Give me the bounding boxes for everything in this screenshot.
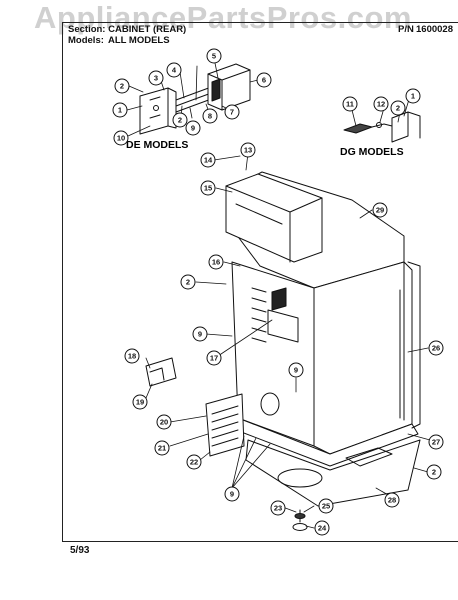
callout-number-23: 23: [274, 504, 282, 513]
callout-bubble-2: [390, 100, 406, 116]
callout-number-9: 9: [191, 124, 195, 133]
callout-number-25: 25: [322, 502, 330, 511]
callout-number-29: 29: [376, 206, 384, 215]
callout-bubble-9: [224, 486, 240, 502]
callout-bubble-27: [428, 434, 444, 450]
watermark: AppliancePartsPros.com: [34, 0, 412, 35]
page-date: 5/93: [70, 545, 90, 556]
callout-bubble-2: [114, 78, 130, 94]
callout-number-10: 10: [117, 134, 125, 143]
callout-number-7: 7: [230, 108, 234, 117]
dg-igniter-assembly: [343, 111, 421, 143]
de-bracket-assembly: [139, 63, 251, 135]
callout-number-19: 19: [136, 398, 144, 407]
callout-bubble-17: [206, 350, 222, 366]
callout-number-28: 28: [388, 496, 396, 505]
callout-number-9: 9: [294, 366, 298, 375]
dg-models-label: DG MODELS: [340, 146, 404, 158]
callout-bubble-9: [288, 362, 304, 378]
callout-bubble-6: [256, 72, 272, 88]
callout-number-9: 9: [198, 330, 202, 339]
callout-bubble-28: [384, 492, 400, 508]
callout-bubble-15: [200, 180, 216, 196]
callout-number-1: 1: [118, 106, 122, 115]
callout-number-2: 2: [186, 278, 190, 287]
callout-bubble-4: [166, 62, 182, 78]
callout-number-13: 13: [244, 146, 252, 155]
callout-number-21: 21: [158, 444, 166, 453]
callout-number-6: 6: [262, 76, 266, 85]
callout-number-15: 15: [204, 184, 212, 193]
callout-bubble-26: [428, 340, 444, 356]
callout-bubble-29: [372, 202, 388, 218]
callout-number-1: 1: [411, 92, 415, 101]
callout-bubble-12: [373, 96, 389, 112]
callout-bubble-10: [113, 130, 129, 146]
callout-number-12: 12: [377, 100, 385, 109]
callout-bubble-20: [156, 414, 172, 430]
section-title: Section: CABINET (REAR): [68, 24, 187, 35]
callout-number-5: 5: [212, 52, 216, 61]
access-panel: [205, 393, 245, 457]
callout-bubble-18: [124, 348, 140, 364]
callout-number-27: 27: [432, 438, 440, 447]
callout-bubble-1: [112, 102, 128, 118]
callout-bubble-2: [426, 464, 442, 480]
callout-number-8: 8: [208, 112, 212, 121]
callout-bubble-21: [154, 440, 170, 456]
de-models-label: DE MODELS: [126, 139, 188, 151]
callout-bubble-9: [185, 120, 201, 136]
mount-bracket: [145, 357, 177, 387]
callout-number-24: 24: [318, 524, 327, 533]
callout-number-9: 9: [230, 490, 234, 499]
callout-number-4: 4: [172, 66, 177, 75]
callout-bubble-23: [270, 500, 286, 516]
callout-number-14: 14: [204, 156, 213, 165]
callout-number-2: 2: [432, 468, 436, 477]
callout-bubble-9: [192, 326, 208, 342]
callout-number-3: 3: [154, 74, 158, 83]
callout-number-17: 17: [210, 354, 218, 363]
callout-bubble-25: [318, 498, 334, 514]
callout-number-11: 11: [346, 100, 354, 109]
callout-bubble-1: [405, 88, 421, 104]
callout-bubble-2: [172, 112, 188, 128]
callout-number-16: 16: [212, 258, 220, 267]
callout-number-18: 18: [128, 352, 136, 361]
callout-number-26: 26: [432, 344, 440, 353]
callout-bubble-19: [132, 394, 148, 410]
callout-bubble-24: [314, 520, 330, 536]
callout-bubble-5: [206, 48, 222, 64]
callout-number-2: 2: [178, 116, 182, 125]
callout-bubble-3: [148, 70, 164, 86]
part-number-value: 1600028: [416, 24, 453, 35]
diagram-frame: [62, 22, 458, 542]
callout-bubble-8: [202, 108, 218, 124]
callout-number-2: 2: [120, 82, 124, 91]
callout-number-20: 20: [160, 418, 168, 427]
leveling-leg: [292, 509, 308, 531]
callout-bubble-13: [240, 142, 256, 158]
callout-bubble-2: [180, 274, 196, 290]
part-number-label: P/N: [398, 24, 414, 35]
cabinet-rear-view: [225, 171, 421, 507]
callout-number-2: 2: [396, 104, 400, 113]
callout-bubble-11: [342, 96, 358, 112]
callout-bubble-22: [186, 454, 202, 470]
models-value: ALL MODELS: [108, 35, 170, 46]
callout-bubble-16: [208, 254, 224, 270]
callout-bubble-14: [200, 152, 216, 168]
callout-number-22: 22: [190, 458, 198, 467]
models-label: Models:: [68, 35, 104, 46]
callout-bubble-7: [224, 104, 240, 120]
